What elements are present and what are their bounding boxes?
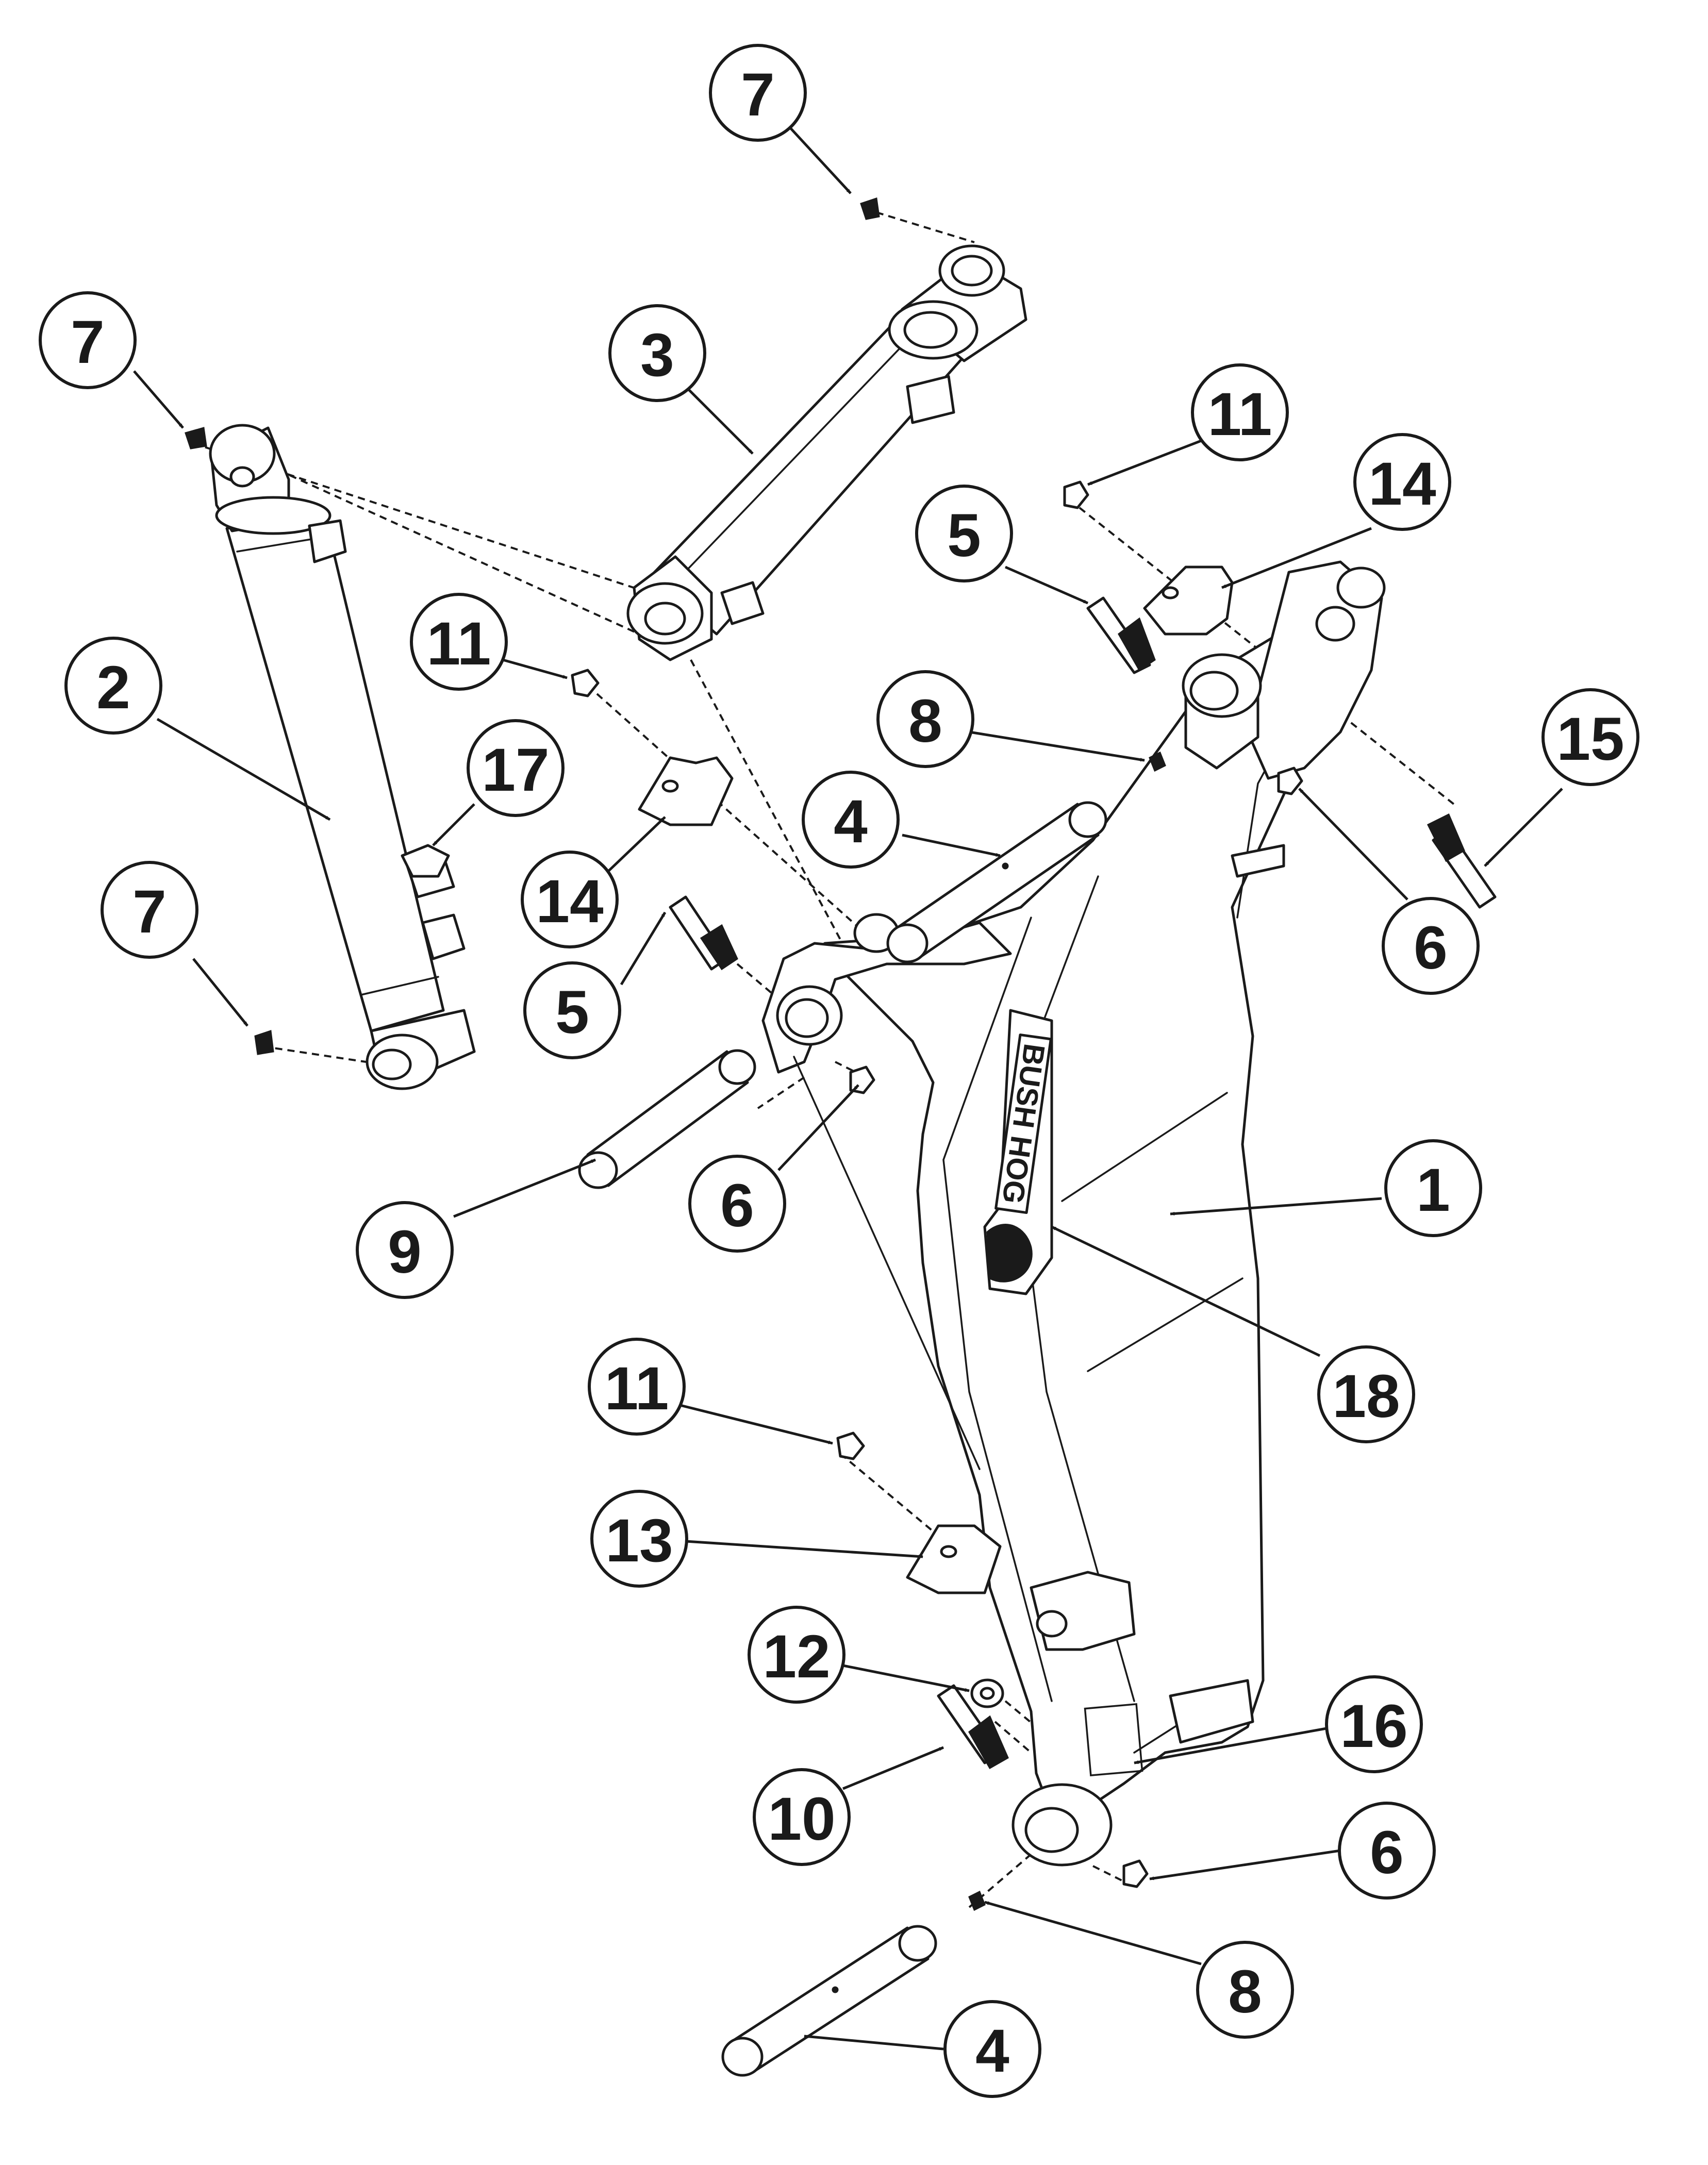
callout-7: 7 [39,291,137,389]
callout-6: 6 [688,1155,786,1253]
callout-16: 16 [1325,1675,1423,1773]
callout-8: 8 [1196,1941,1294,2039]
callout-9: 9 [356,1201,454,1299]
callout-1: 1 [1384,1139,1482,1237]
callout-label: 12 [762,1623,830,1691]
callout-13: 13 [590,1490,688,1588]
callout-label: 13 [605,1507,673,1575]
callout-11: 11 [1191,363,1289,461]
pin-4-upper [886,801,1107,963]
callout-6: 6 [1382,897,1480,995]
callout-label: 18 [1332,1362,1400,1430]
callout-label: 3 [640,321,674,389]
callout-10: 10 [753,1768,851,1866]
callout-label: 11 [427,610,491,678]
pin-4-lower [721,1925,937,2077]
callout-label: 9 [388,1218,422,1286]
callout-3: 3 [608,304,706,402]
callout-label: 14 [536,868,603,936]
callout-2: 2 [64,637,162,735]
callout-5: 5 [915,485,1013,582]
callout-4: 4 [802,771,900,869]
bracket-14-upper [1143,565,1234,636]
callout-label: 16 [1340,1692,1407,1760]
hydraulic-cylinder-2 [209,424,476,1090]
callout-8: 8 [876,670,974,768]
callout-14: 14 [521,851,619,948]
callout-label: 7 [132,878,167,946]
callout-label: 1 [1416,1156,1450,1224]
arm-brace [761,913,1012,1470]
bracket-13 [906,1524,1002,1594]
callout-label: 11 [605,1355,669,1423]
callout-label: 8 [1228,1958,1262,2026]
callout-11: 11 [588,1338,686,1436]
callout-label: 4 [834,788,868,856]
callout-label: 5 [947,502,981,570]
callout-label: 6 [1414,914,1448,982]
callout-label: 5 [555,978,589,1046]
callout-label: 6 [720,1172,754,1240]
callout-18: 18 [1317,1345,1415,1443]
callout-12: 12 [748,1606,845,1704]
callout-17: 17 [467,719,565,817]
pin-9 [578,1049,756,1189]
callout-14: 14 [1353,433,1451,531]
leader-lines [133,125,1563,2051]
callout-label: 7 [741,61,775,129]
callout-6: 6 [1338,1802,1436,1900]
callout-11: 11 [410,593,508,691]
callout-label: 6 [1370,1819,1404,1887]
callout-label: 8 [908,687,942,755]
callout-label: 2 [96,654,130,722]
callout-label: 17 [482,736,549,804]
callout-label: 10 [768,1785,835,1853]
callout-7: 7 [709,44,807,142]
callout-label: 14 [1368,450,1436,518]
callout-label: 7 [71,308,105,376]
callout-15: 15 [1541,688,1639,786]
callout-label: 4 [975,2017,1009,2085]
callout-4: 4 [943,2000,1041,2098]
callout-7: 7 [101,861,198,959]
callout-label: 15 [1556,705,1624,773]
callout-5: 5 [523,961,621,1059]
bracket-14-middle [638,756,734,826]
main-boom-arm [787,560,1386,1867]
callout-label: 11 [1208,380,1272,448]
hydraulic-cylinder-3 [626,244,1027,661]
